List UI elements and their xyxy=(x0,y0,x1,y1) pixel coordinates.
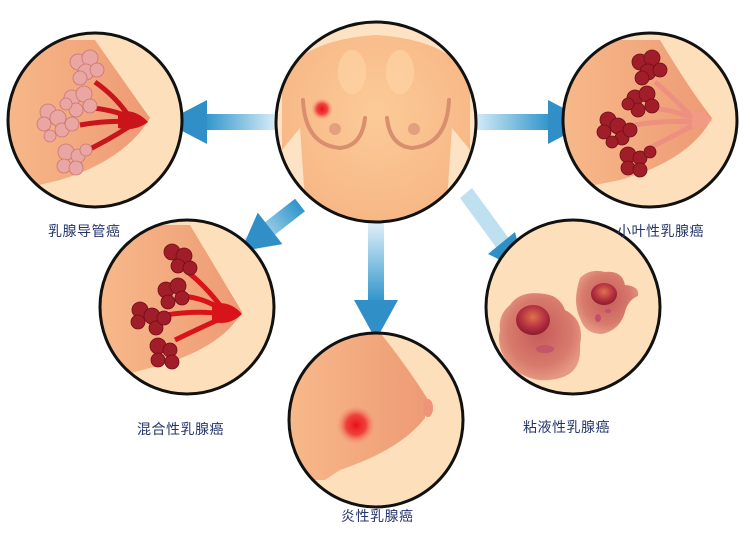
label-inflammatory-carcinoma: 炎性乳腺癌 xyxy=(341,509,414,525)
label-mucinous-carcinoma: 粘液性乳腺癌 xyxy=(523,420,610,436)
label-mixed-carcinoma: 混合性乳腺癌 xyxy=(137,422,224,438)
center-torso-circle xyxy=(274,20,478,224)
arrow-to-ductal xyxy=(165,100,280,144)
inflammatory-carcinoma-circle xyxy=(287,331,465,509)
lobular-carcinoma-circle xyxy=(561,31,739,209)
ductal-carcinoma-circle xyxy=(6,31,184,209)
label-lobular-carcinoma: 小叶性乳腺癌 xyxy=(617,224,704,240)
mucinous-carcinoma-circle xyxy=(484,218,662,396)
arrow-to-inflammatory xyxy=(354,222,398,340)
mixed-carcinoma-circle xyxy=(98,218,276,396)
inflammation-spot xyxy=(336,405,376,445)
label-ductal-carcinoma: 乳腺导管癌 xyxy=(48,224,121,240)
arrow-to-mixed xyxy=(239,198,305,255)
lesion-dot xyxy=(311,98,333,120)
